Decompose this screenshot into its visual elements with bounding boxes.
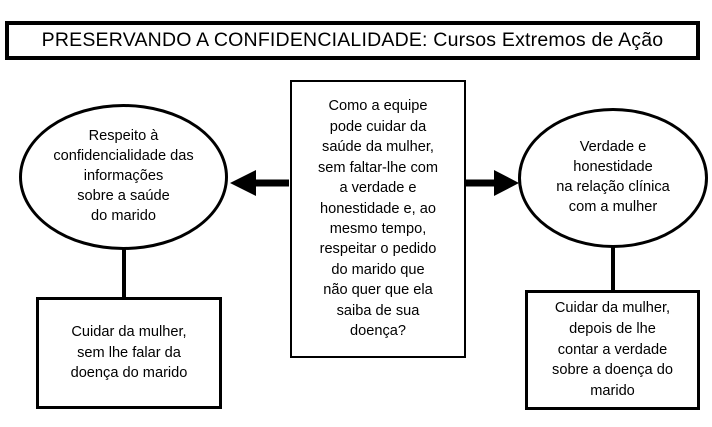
- principle-ellipse-left: Respeito à confidencialidade das informa…: [19, 104, 228, 250]
- principle-ellipse-left-label: Respeito à confidencialidade das informa…: [53, 128, 194, 224]
- central-question-box: Como a equipe pode cuidar da saúde da mu…: [290, 80, 466, 358]
- connector-right: [611, 246, 615, 291]
- outcome-box-right-label: Cuidar da mulher, depois de lhe contar a…: [552, 300, 673, 400]
- diagram-title-box: PRESERVANDO A CONFIDENCIALIDADE: Cursos …: [5, 21, 700, 60]
- connector-left: [122, 248, 126, 298]
- central-question-text: Como a equipe pode cuidar da saúde da mu…: [317, 98, 439, 340]
- arrow-right-icon: [466, 170, 519, 196]
- outcome-box-left-label: Cuidar da mulher, sem lhe falar da doenç…: [70, 323, 188, 382]
- arrow-left-icon: [230, 170, 289, 196]
- outcome-box-left: Cuidar da mulher, sem lhe falar da doenç…: [36, 297, 222, 409]
- page-title: PRESERVANDO A CONFIDENCIALIDADE: Cursos …: [41, 28, 664, 51]
- outcome-box-right: Cuidar da mulher, depois de lhe contar a…: [525, 290, 700, 410]
- principle-ellipse-right-label: Verdade e honestidade na relação clínica…: [556, 139, 670, 215]
- principle-ellipse-right: Verdade e honestidade na relação clínica…: [518, 108, 708, 248]
